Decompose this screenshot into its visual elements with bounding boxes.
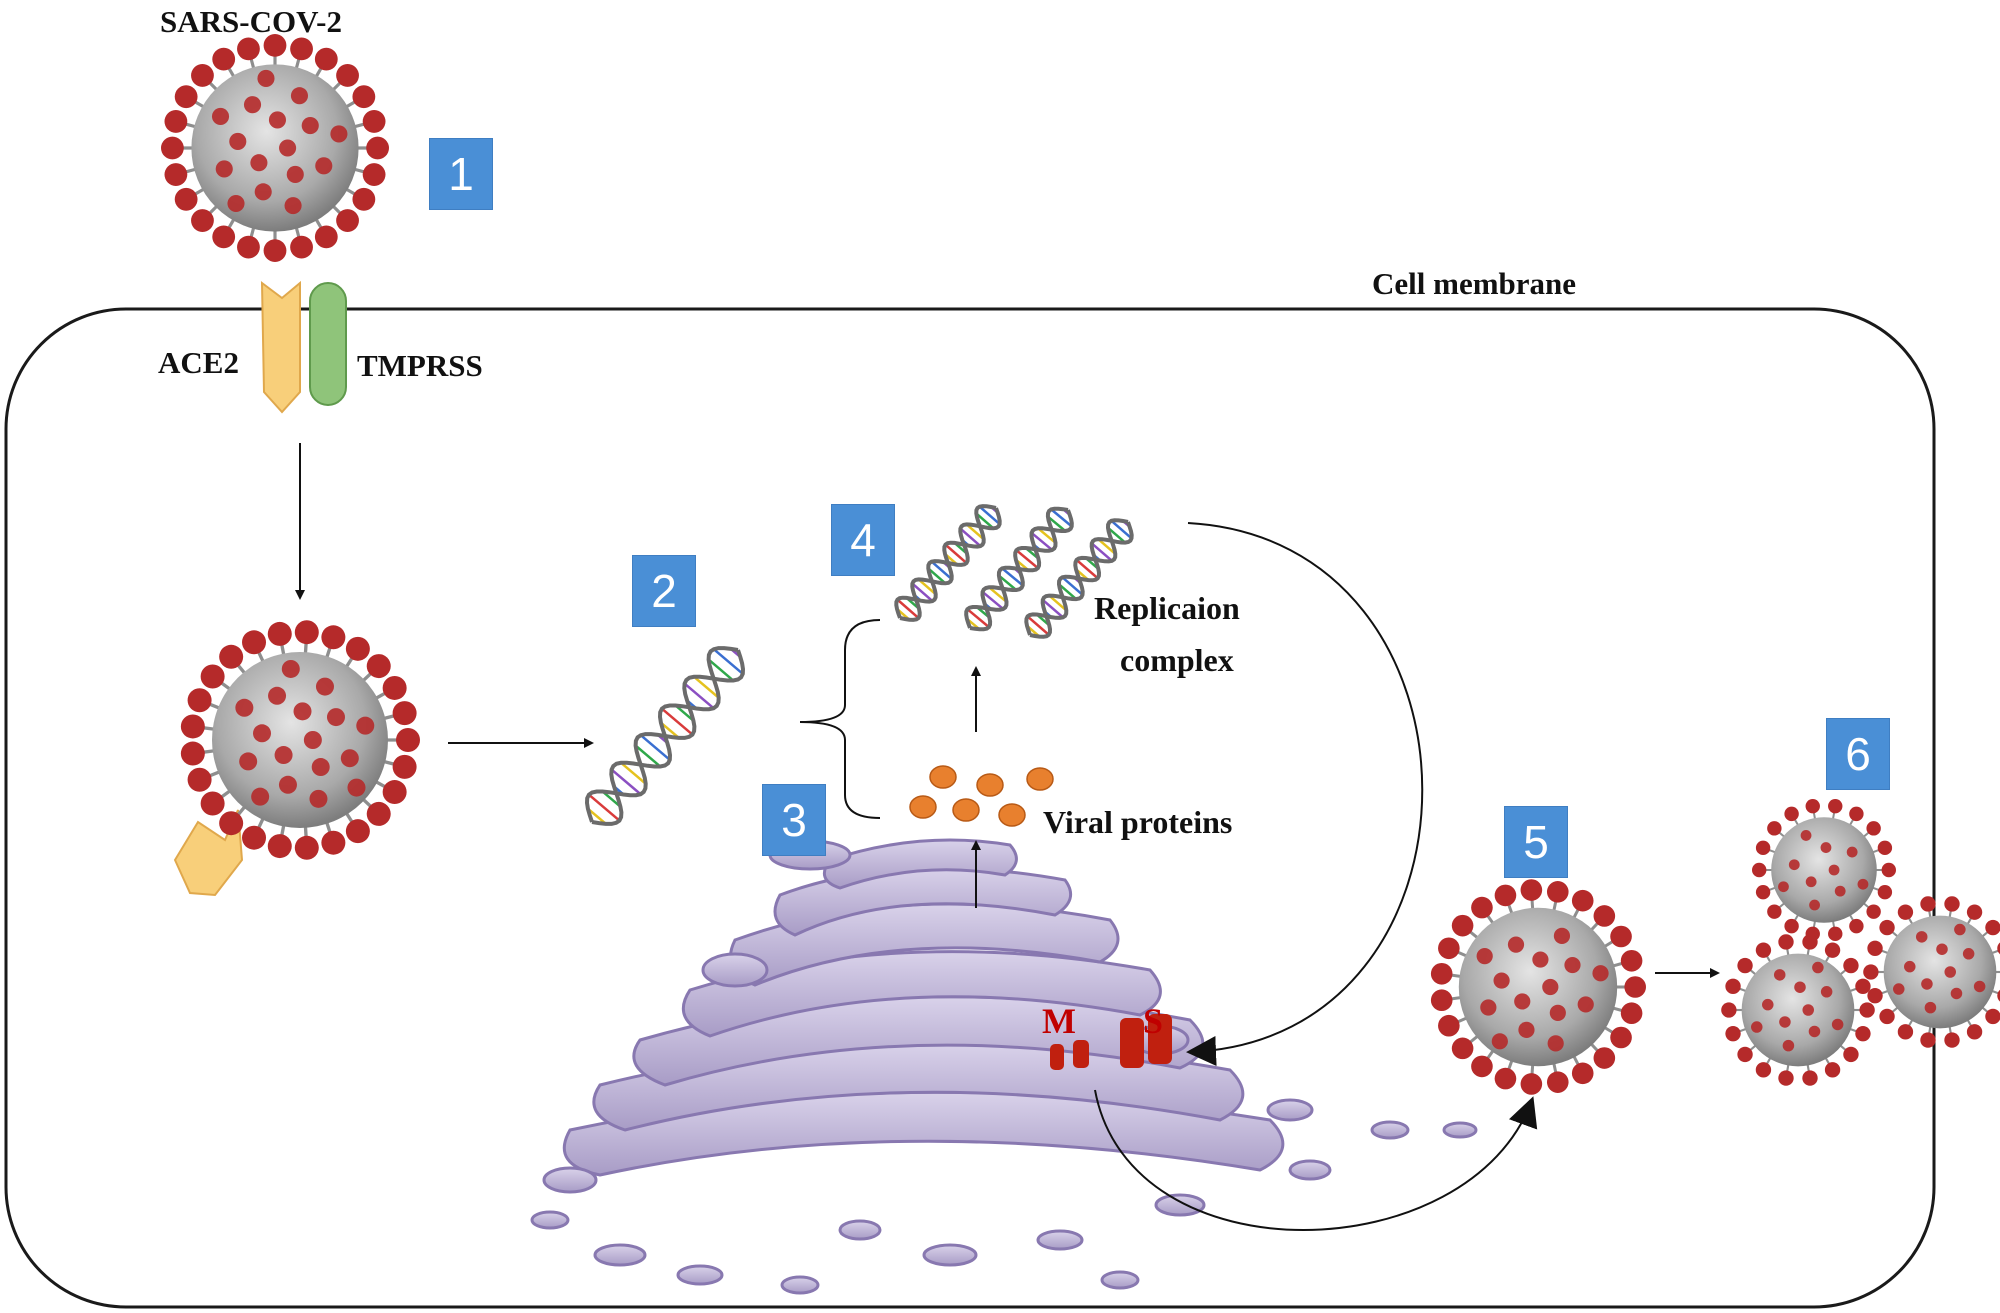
virus-particle-1 [161, 34, 389, 262]
bracket [799, 619, 881, 819]
cell-membrane-label: Cell membrane [1372, 266, 1577, 301]
step-1-badge: 1 [429, 138, 493, 210]
protein-m-label: M [1042, 1001, 1076, 1041]
rna-copy-2 [964, 506, 1074, 632]
viral-protein-dots [909, 765, 1054, 827]
ace2-label: ACE2 [158, 345, 239, 380]
golgi-apparatus [530, 838, 1478, 1295]
ace2-fragment [173, 809, 244, 897]
viral-rna-genome [584, 646, 746, 826]
arrow-replication-to-golgi [1186, 522, 1424, 1066]
step-3-badge: 3 [762, 784, 826, 856]
virus-particle-released-2 [1721, 934, 1875, 1086]
virus-particle-released-1 [1752, 798, 1897, 942]
cell-membrane [4, 307, 1936, 1309]
membrane-protein-m [1050, 1040, 1089, 1070]
ace2-receptor [260, 280, 301, 414]
title: SARS-COV-2 [160, 4, 342, 39]
virus-particle-released-3 [1863, 896, 2000, 1048]
rna-copy-3 [1024, 518, 1134, 639]
step-5-badge: 5 [1504, 806, 1568, 878]
tmprss-label: TMPRSS [357, 348, 483, 383]
protein-s-label: S [1143, 1001, 1164, 1041]
spike-protein-s [1120, 1014, 1172, 1068]
virus-particle-assembled [1430, 879, 1646, 1095]
step-6-badge: 6 [1826, 718, 1890, 790]
viral-proteins-label: Viral proteins [1043, 804, 1233, 840]
rna-copy-1 [894, 504, 1002, 622]
replication-complex-label-line1: Replicaion [1094, 590, 1240, 626]
arrow-golgi-to-assembly [1094, 1089, 1538, 1231]
replication-complex-label-line2: complex [1120, 642, 1234, 678]
virus-particle-entered [180, 620, 420, 860]
step-2-badge: 2 [632, 555, 696, 627]
tmprss-protease [309, 282, 347, 406]
step-4-badge: 4 [831, 504, 895, 576]
